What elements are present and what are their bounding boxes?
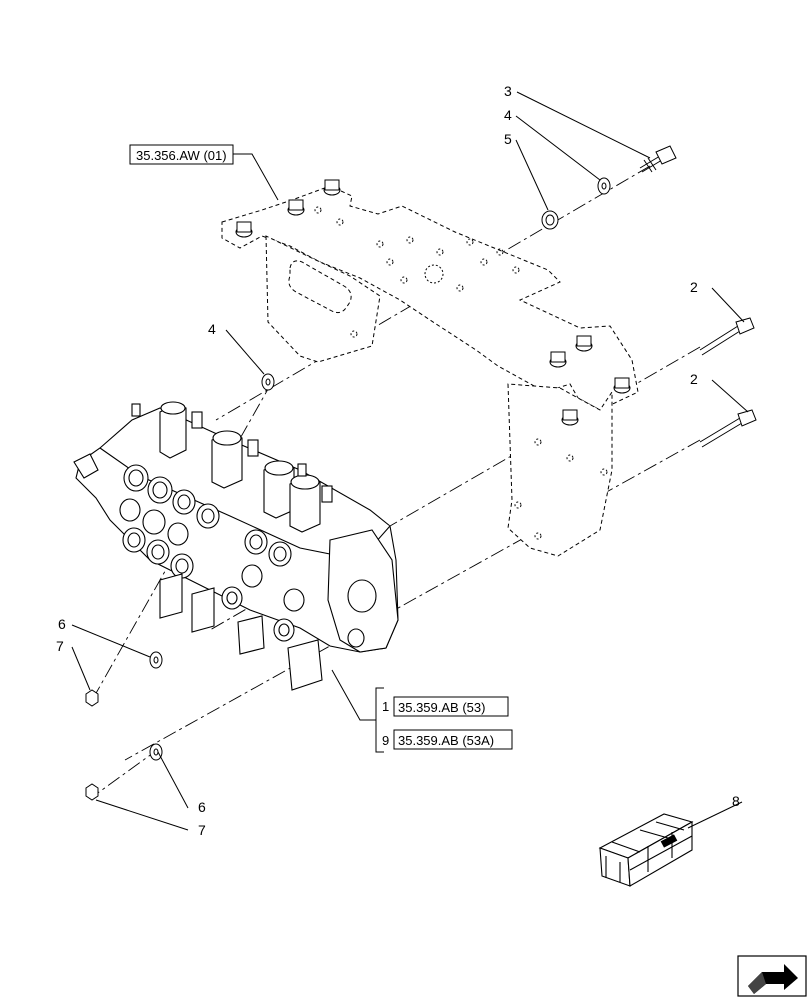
reference-valve-a-label[interactable]: 35.359.AB (53) (398, 700, 485, 715)
washer-top (597, 177, 611, 195)
bolt-right-lower (699, 409, 757, 448)
washer-left-lower (149, 743, 163, 761)
callout-nut-left-upper: 7 (56, 638, 64, 654)
reference-valve-a-index: 1 (382, 699, 389, 714)
reference-valve-b-label[interactable]: 35.359.AB (53A) (398, 733, 494, 748)
washer-left-upper (149, 651, 163, 669)
callout-washer-mid: 4 (208, 321, 216, 337)
callout-washer-left-upper: 6 (58, 616, 66, 632)
nut-left-lower (85, 783, 99, 801)
bracket-bolts (235, 179, 631, 426)
spacer-top (541, 210, 559, 230)
bolt-right-upper (699, 317, 755, 356)
callout-bolt-right-lower: 2 (690, 371, 698, 387)
nut-left-upper (85, 689, 99, 707)
next-page-arrow-icon[interactable] (737, 955, 807, 997)
reference-valve-b-index: 9 (382, 733, 389, 748)
callout-washer-top: 4 (504, 107, 512, 123)
callout-nut-left-lower: 7 (198, 822, 206, 838)
mounting-bracket (221, 179, 639, 557)
reference-valve-b-frame[interactable]: 35.359.AB (53A) (393, 729, 513, 750)
reference-bracket-group (375, 687, 384, 753)
callout-bolt-top: 3 (504, 83, 512, 99)
control-valve-assembly (73, 401, 399, 691)
callout-spacer-top: 5 (504, 131, 512, 147)
reference-valve-a-frame[interactable]: 35.359.AB (53) (393, 696, 509, 717)
bolt-top (639, 145, 677, 173)
kit-crate (598, 813, 694, 887)
callout-bolt-right-upper: 2 (690, 279, 698, 295)
callout-washer-left-lower: 6 (198, 799, 206, 815)
callout-kit-box: 8 (732, 793, 740, 809)
reference-bracket-frame[interactable]: 35.356.AW (01) (129, 144, 234, 165)
leader-lines (71, 91, 749, 831)
washer-mid (261, 373, 275, 391)
reference-bracket-label[interactable]: 35.356.AW (01) (136, 148, 227, 163)
